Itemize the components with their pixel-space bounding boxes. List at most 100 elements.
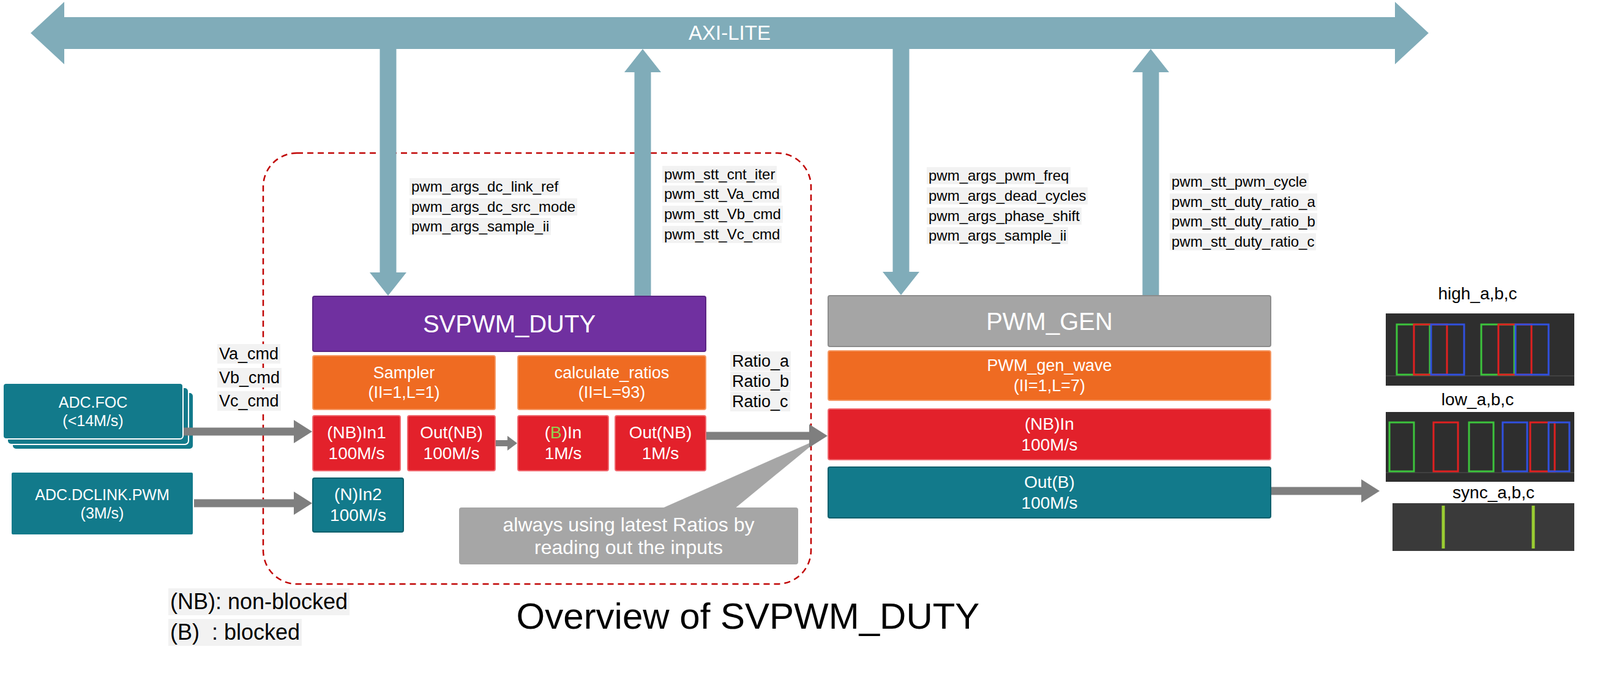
port-box: Out(NB)100M/s (407, 414, 496, 472)
node-text: AXI-LITE (688, 20, 771, 46)
connector-arrow (706, 424, 828, 448)
node-text: PWM_GEN (986, 306, 1113, 337)
module-header: PWM_GEN (827, 295, 1272, 348)
signal-label: pwm_stt_pwm_cycle (1169, 173, 1309, 191)
scope-screen (1385, 313, 1575, 386)
port-box: Out(NB)1M/s (614, 414, 707, 472)
node-text: ADC.DCLINK.PWM (34, 485, 169, 504)
signal-label: (NB): non-blocked (168, 588, 350, 615)
source-box: ADC.DCLINK.PWM(3M/s) (10, 471, 195, 536)
node-text: (II=1,L=1) (367, 382, 440, 403)
panel-shape (113, 131, 1349, 671)
node-text: 100M/s (328, 443, 386, 464)
scope-screen (1385, 411, 1575, 482)
signal-label: pwm_stt_cnt_iter (662, 165, 777, 184)
node-text: (II=L=93) (578, 382, 646, 403)
signal-label: low_a,b,c (1439, 389, 1516, 411)
pulse (1389, 422, 1414, 472)
function-box: Sampler(II=1,L=1) (312, 355, 496, 411)
signal-label: high_a,b,c (1435, 283, 1519, 305)
dashed-region (263, 153, 812, 584)
scope-screen (1392, 503, 1575, 551)
signal-label: pwm_stt_duty_ratio_a (1169, 193, 1318, 212)
text-part: )In (561, 422, 583, 442)
signal-label: pwm_args_phase_shift (926, 207, 1082, 226)
signal-label: (B) : blocked (168, 618, 302, 646)
node-text: PWM_gen_wave (986, 355, 1112, 376)
output-arrow (1271, 479, 1380, 503)
waveform-low (1385, 411, 1575, 482)
connector-arrow (194, 491, 313, 515)
signal-label: pwm_args_dc_src_mode (409, 198, 578, 217)
node-text: (3M/s) (80, 503, 125, 523)
node-text: (NB)In1 (326, 422, 386, 444)
signal-label: Ratio_a (730, 351, 791, 371)
signal-label: pwm_args_dead_cycles (926, 187, 1088, 206)
connector-arrow (882, 48, 920, 296)
text-part: B (550, 422, 562, 442)
signal-label: pwm_args_dc_link_ref (409, 178, 561, 196)
connector-arrow (1132, 48, 1170, 296)
pulse (1530, 422, 1555, 472)
pulse (1548, 422, 1570, 472)
signal-label: sync_a,b,c (1450, 482, 1537, 504)
pulse (1502, 422, 1528, 472)
node-text: (N)In2 (334, 484, 382, 505)
node-text: (NB)In (1024, 413, 1075, 435)
pulse (1431, 324, 1465, 375)
pulse (1433, 422, 1458, 472)
port-box: (NB)In100M/s (827, 408, 1272, 461)
connector-arrow (495, 435, 518, 451)
port-box: (B)In1M/s (517, 414, 610, 472)
signal-label: Vc_cmd (217, 391, 281, 411)
panel-caption: Overview of SVPWM_DUTY (380, 594, 1116, 639)
signal-label: Ratio_c (730, 391, 791, 412)
text-part: ( (544, 422, 551, 442)
node-text: Out(B) (1024, 471, 1075, 493)
module-header: SVPWM_DUTY (312, 295, 707, 352)
function-box: PWM_gen_wave(II=1,L=7) (827, 350, 1272, 401)
port-box: (N)In2100M/s (312, 477, 404, 533)
waveform-high (1385, 313, 1575, 386)
node-text: (II=1,L=7) (1013, 375, 1086, 396)
node-text: 100M/s (423, 443, 480, 464)
node-text: calculate_ratios (554, 362, 670, 383)
pulse (1515, 324, 1549, 375)
node-text: ADC.FOC (58, 392, 128, 412)
waveform-sync (1392, 503, 1575, 551)
signal-label: Va_cmd (217, 343, 281, 364)
node-text: Out(NB) (629, 422, 693, 444)
connector-arrow (369, 48, 407, 296)
bus-arrow (30, 1, 1429, 65)
node-text: 100M/s (329, 504, 387, 526)
signal-label: pwm_args_sample_ii (926, 227, 1069, 245)
connector-arrow (624, 48, 662, 296)
node-text: 1M/s (642, 443, 680, 464)
signal-label: Ratio_b (730, 371, 791, 392)
node-text: always using latest Ratios by reading ou… (471, 513, 786, 559)
function-box: calculate_ratios(II=L=93) (517, 355, 707, 411)
grid-line (1385, 472, 1575, 474)
callout-box: always using latest Ratios by reading ou… (459, 507, 799, 565)
node-text: (<14M/s) (62, 411, 124, 430)
signal-label: pwm_stt_Vb_cmd (662, 205, 783, 224)
signal-label: pwm_stt_Vc_cmd (662, 225, 782, 244)
connector-arrow (183, 419, 313, 444)
signal-label: pwm_args_sample_ii (409, 217, 551, 236)
signal-label: pwm_stt_duty_ratio_c (1169, 233, 1316, 251)
node-text: SVPWM_DUTY (422, 309, 596, 339)
node-text: 1M/s (544, 443, 583, 464)
node-text: Out(NB) (419, 422, 483, 444)
source-box: ADC.FOC(<14M/s) (2, 382, 184, 440)
port-box: Out(B)100M/s (827, 466, 1272, 519)
node-text: 100M/s (1021, 492, 1078, 514)
signal-label: pwm_stt_Va_cmd (662, 185, 782, 204)
grid-line (1385, 375, 1575, 377)
signal-label: pwm_stt_duty_ratio_b (1169, 213, 1318, 231)
bus-band: AXI-LITE (30, 17, 1429, 49)
node-text: 100M/s (1021, 434, 1078, 456)
sync-pulse (1532, 505, 1536, 549)
